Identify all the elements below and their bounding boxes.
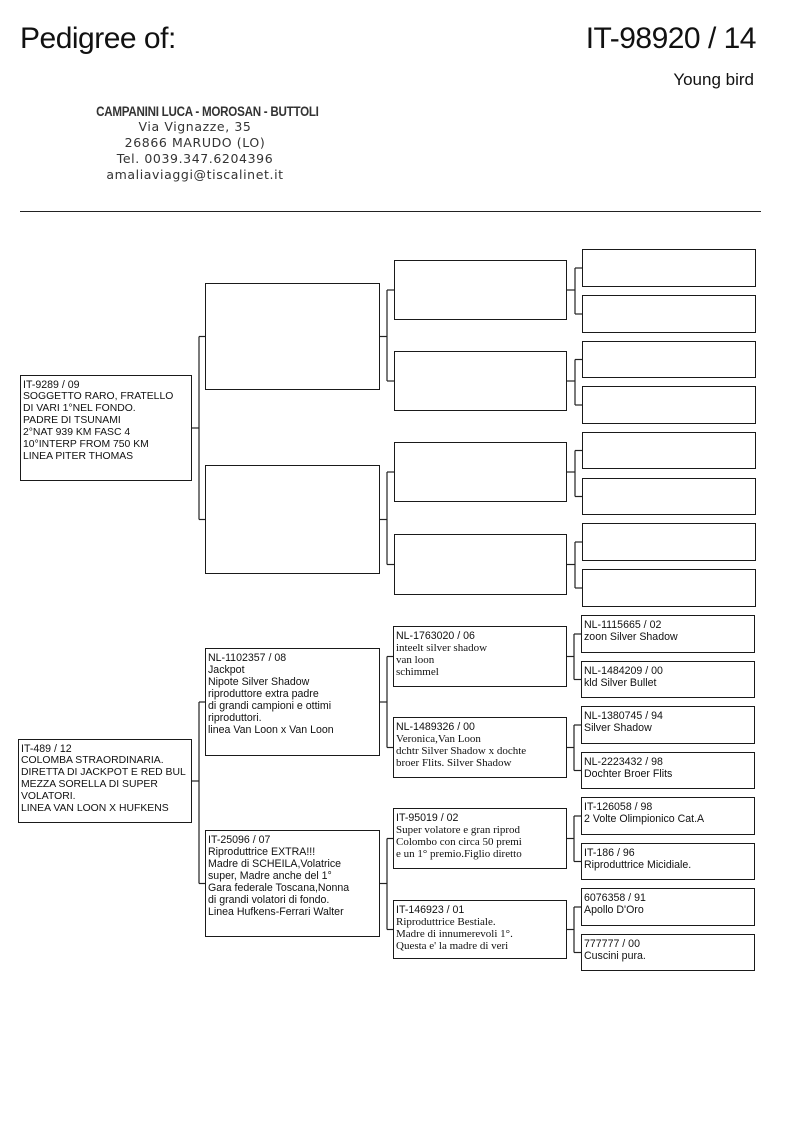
sire-sire-sire-card	[394, 260, 567, 320]
description-line: MEZZA SORELLA DI SUPER	[21, 779, 158, 790]
ring-number: IT-95019 / 02	[396, 812, 459, 824]
description-line: Apollo D'Oro	[584, 904, 644, 916]
great-grandparent-card-8	[582, 569, 756, 607]
description-line: riproduttori.	[208, 712, 262, 724]
description-line: di grandi campioni e ottimi	[208, 700, 332, 712]
ring-number: NL-1102357 / 08	[208, 652, 287, 664]
owner-name: CAMPANINI LUCA - MOROSAN - BUTTOLI	[96, 104, 319, 119]
age-category: Young bird	[673, 70, 754, 89]
sire-sire-dam-card	[394, 351, 567, 411]
description-line: Dochter Broer Flits	[584, 768, 673, 780]
description-line: Linea Hufkens-Ferrari Walter	[208, 906, 344, 918]
sire-dam-dam-card	[394, 534, 567, 595]
ring-number: NL-1489326 / 00	[396, 721, 475, 733]
ring-number: NL-1763020 / 06	[396, 630, 475, 642]
description-line: Silver Shadow	[584, 722, 652, 734]
sire-sire-card	[205, 283, 380, 390]
description-line: Madre di innumerevoli 1°.	[396, 928, 513, 940]
description-line: e un 1° premio.Figlio diretto	[396, 848, 522, 860]
description-line: 2 Volte Olimpionico Cat.A	[584, 813, 705, 825]
sire-dam-card	[205, 465, 380, 574]
description-line: COLOMBA STRAORDINARIA.	[21, 755, 164, 766]
description-line: kld Silver Bullet	[584, 677, 657, 689]
description-line: SOGGETTO RARO, FRATELLO	[23, 391, 174, 402]
description-line: LINEA VAN LOON X HUFKENS	[21, 803, 169, 814]
header-divider	[20, 211, 761, 212]
great-grandparent-card-6	[582, 478, 756, 515]
description-line: Riproduttrice Micidiale.	[584, 859, 692, 871]
description-line: riproduttore extra padre	[208, 688, 319, 700]
ring-number: 777777 / 00	[584, 938, 640, 950]
ring-number: 6076358 / 91	[584, 892, 646, 904]
description-line: PADRE DI TSUNAMI	[23, 415, 121, 426]
description-line: Madre di SCHEILA,Volatrice	[208, 858, 342, 870]
description-line: super, Madre anche del 1°	[208, 870, 332, 882]
description-line: Nipote Silver Shadow	[208, 676, 310, 688]
description-line: Riproduttrice Bestiale.	[396, 916, 496, 928]
sire-dam-sire-card	[394, 442, 567, 502]
description-line: Cuscini pura.	[584, 950, 646, 962]
ring-number: NL-1380745 / 94	[584, 710, 663, 722]
great-grandparent-card-7	[582, 523, 756, 561]
description-line: Colombo con circa 50 premi	[396, 836, 522, 848]
owner-phone: Tel. 0039.347.6204396	[116, 151, 274, 166]
great-grandparent-card-1	[582, 249, 756, 287]
description-line: LINEA PITER THOMAS	[23, 451, 134, 462]
great-grandparent-card-4	[582, 386, 756, 424]
description-line: Gara federale Toscana,Nonna	[208, 882, 350, 894]
owner-address: Via Vignazze, 35	[138, 119, 252, 134]
ring-number: IT-186 / 96	[584, 847, 635, 859]
description-line: schimmel	[396, 666, 439, 678]
owner-email: amaliaviaggi@tiscalinet.it	[106, 167, 284, 182]
description-line: Questa e' la madre di veri	[396, 940, 509, 952]
description-line: dchtr Silver Shadow x dochte	[396, 745, 527, 757]
description-line: inteelt silver shadow	[396, 642, 488, 654]
description-line: DI VARI 1°NEL FONDO.	[23, 403, 136, 414]
owner-stamp: CAMPANINI LUCA - MOROSAN - BUTTOLI Via V…	[80, 104, 319, 183]
description-line: Jackpot	[208, 664, 245, 676]
ring-number: IT-126058 / 98	[584, 801, 653, 813]
description-line: di grandi volatori di fondo.	[208, 894, 330, 906]
description-line: DIRETTA DI JACKPOT E RED BUL	[21, 767, 186, 778]
description-line: 10°INTERP FROM 750 KM	[23, 439, 149, 450]
great-grandparent-card-5	[582, 432, 756, 469]
subject-ring-number: IT-98920 / 14	[585, 22, 757, 55]
ring-number: NL-2223432 / 98	[584, 756, 663, 768]
description-line: VOLATORI.	[21, 791, 76, 802]
page-title: Pedigree of:	[20, 22, 176, 55]
ring-number: NL-1484209 / 00	[584, 665, 663, 677]
description-line: van loon	[396, 654, 435, 666]
ring-number: IT-489 / 12	[21, 743, 72, 755]
description-line: 2°NAT 939 KM FASC 4	[23, 427, 131, 438]
ring-number: IT-9289 / 09	[23, 379, 80, 391]
owner-city: 26866 MARUDO (LO)	[124, 135, 266, 150]
description-line: linea Van Loon x Van Loon	[208, 724, 334, 736]
description-line: zoon Silver Shadow	[584, 631, 678, 643]
description-line: Veronica,Van Loon	[396, 733, 481, 745]
great-grandparent-card-2	[582, 295, 756, 333]
great-grandparent-card-3	[582, 341, 756, 378]
description-line: Super volatore e gran riprod	[396, 824, 521, 836]
ring-number: IT-25096 / 07	[208, 834, 271, 846]
ring-number: IT-146923 / 01	[396, 904, 465, 916]
ring-number: NL-1115665 / 02	[584, 619, 662, 631]
description-line: broer Flits. Silver Shadow	[396, 757, 512, 769]
description-line: Riproduttrice EXTRA!!!	[208, 846, 316, 858]
